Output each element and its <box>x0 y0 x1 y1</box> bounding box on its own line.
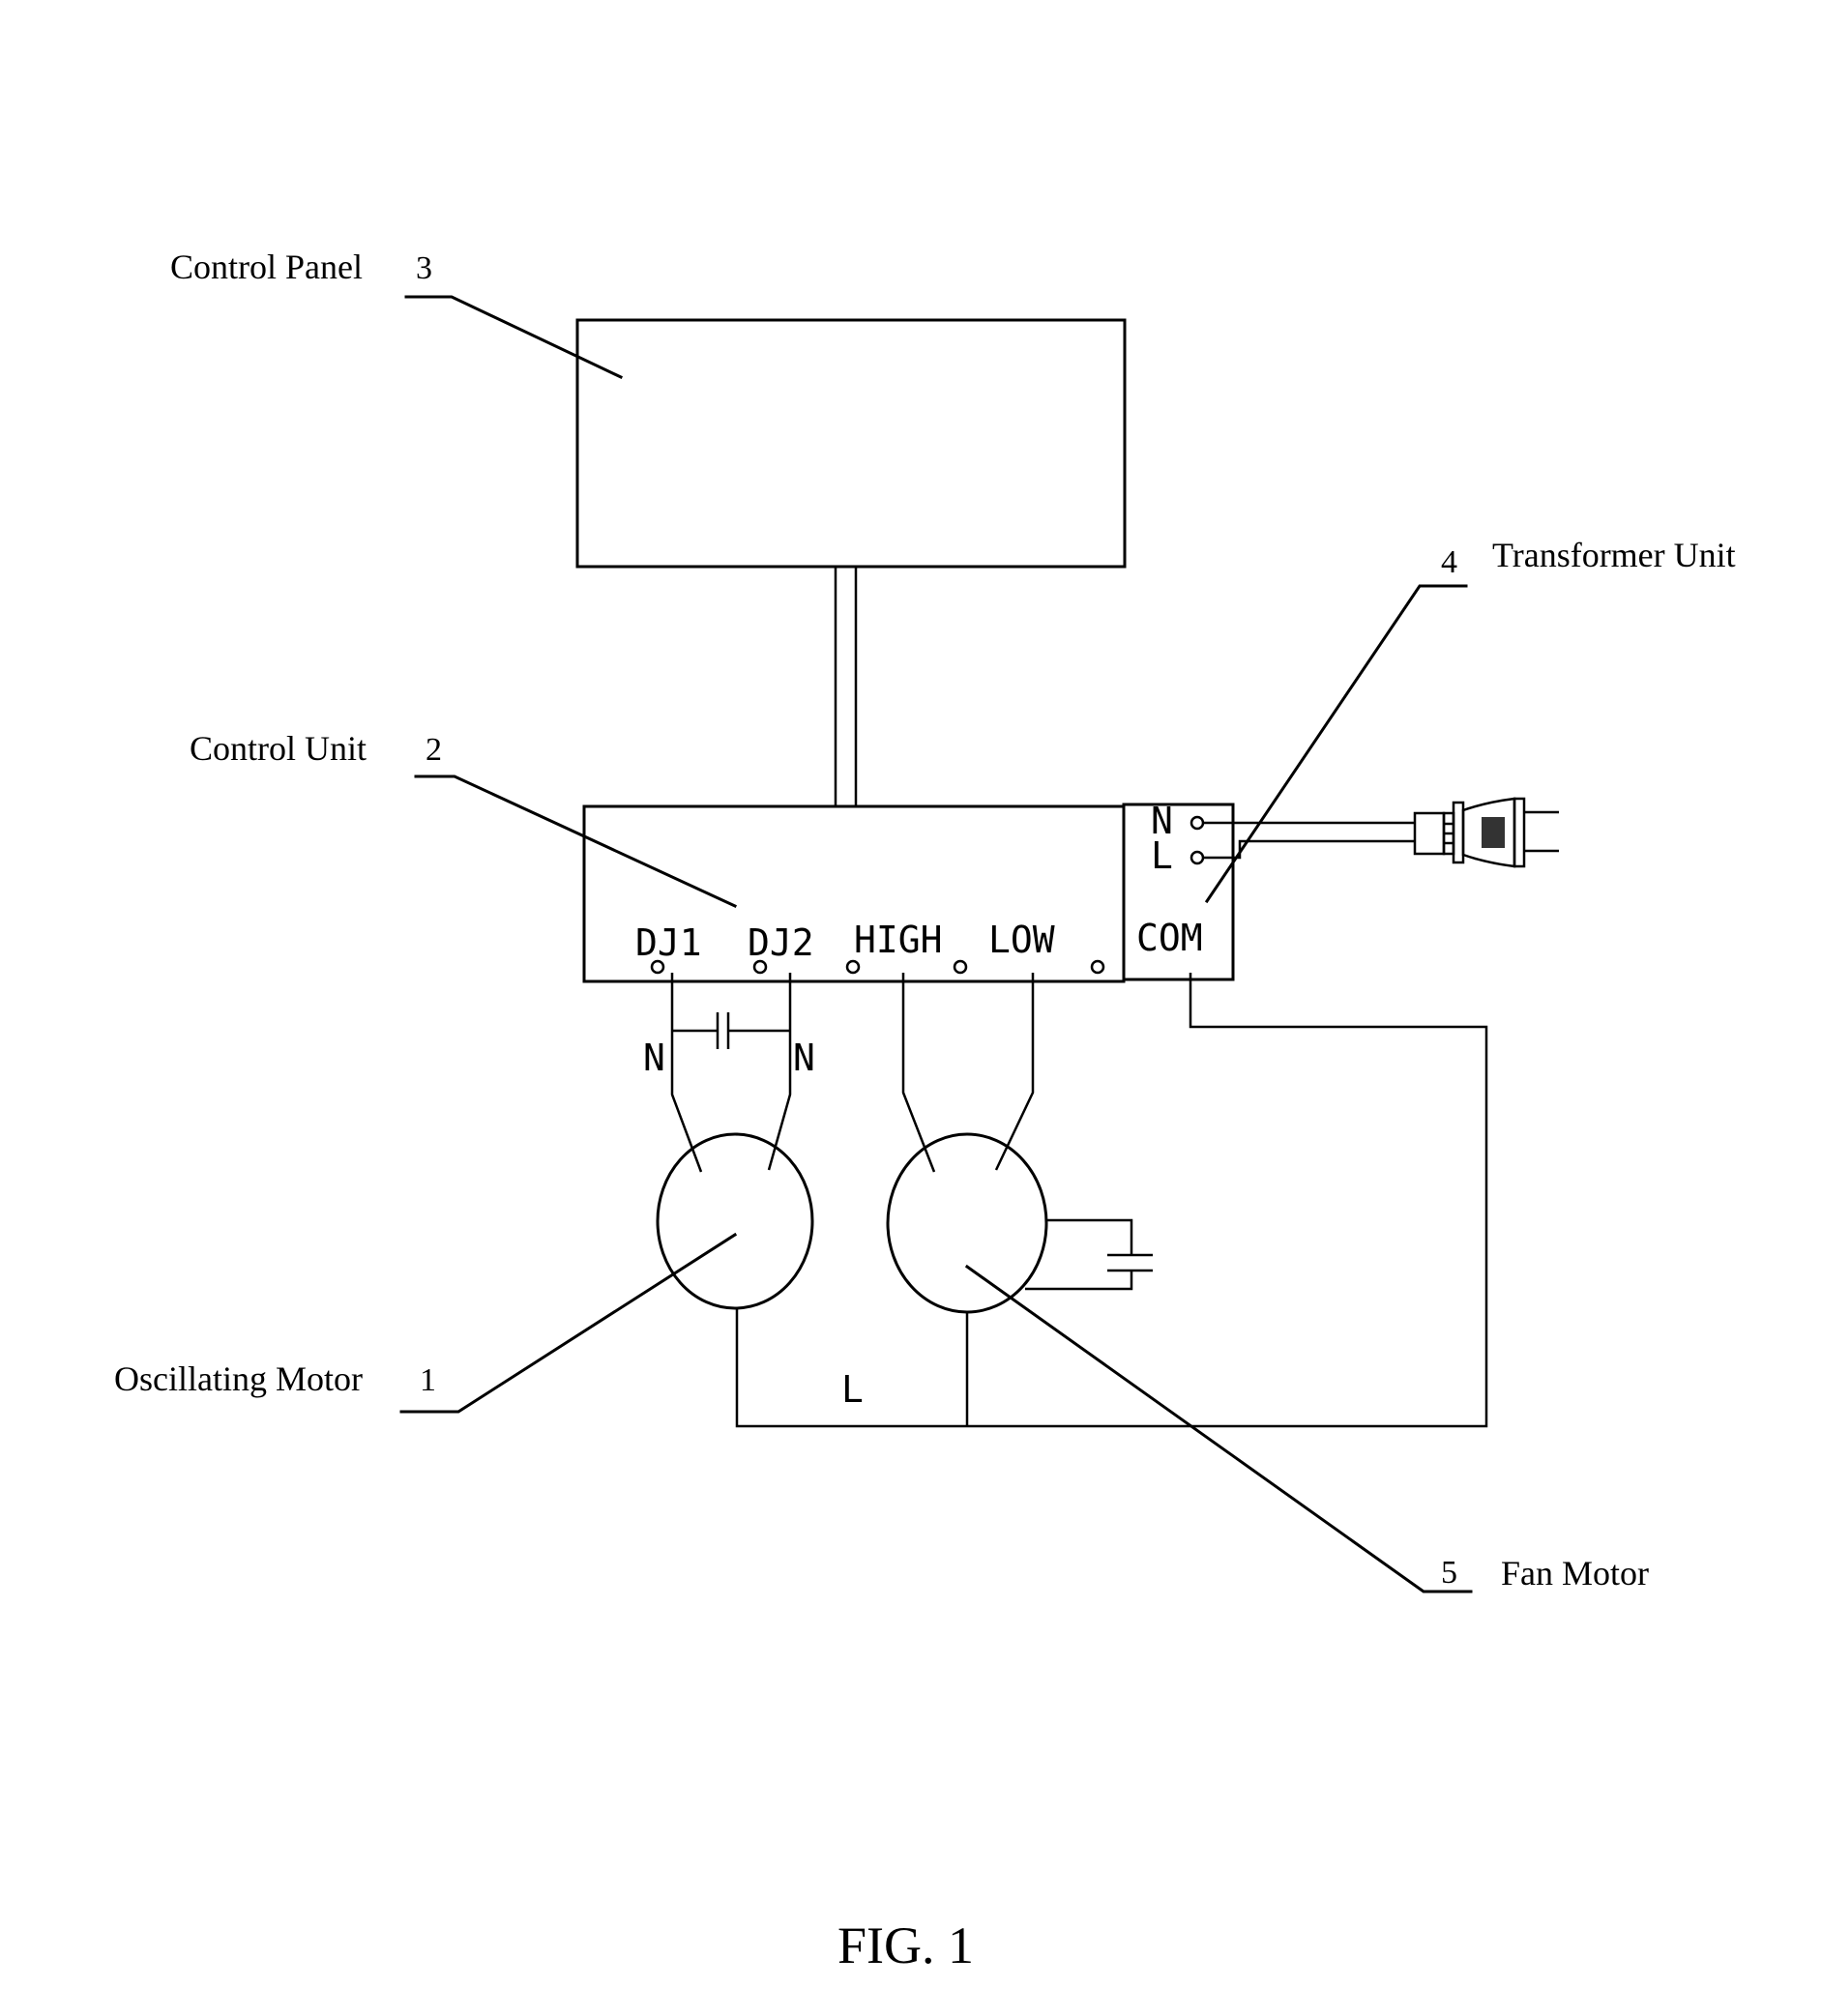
terminal-dots <box>650 815 1205 975</box>
oscillating-motor-circle <box>656 1132 814 1310</box>
common-line-wiring <box>735 973 1488 1428</box>
control-unit-label: Control Unit <box>190 729 367 768</box>
wire-n-right-label: N <box>793 1037 815 1079</box>
terminal-com-dot <box>1090 959 1105 975</box>
wire-l-common-label: L <box>841 1368 864 1411</box>
transformer-unit-box <box>1122 803 1235 981</box>
oscillating-motor-label: Oscillating Motor <box>114 1359 363 1398</box>
terminal-l-dot <box>1190 850 1205 865</box>
fan-capacitor-icon <box>1025 1218 1153 1291</box>
terminal-low-label: LOW <box>988 919 1055 961</box>
terminal-low-dot <box>953 959 968 975</box>
terminal-dj1-label: DJ1 <box>635 921 702 964</box>
terminal-com-label: COM <box>1136 917 1203 959</box>
panel-to-unit-cable <box>834 567 858 806</box>
terminal-dj2-label: DJ2 <box>748 921 814 964</box>
control-panel-box <box>575 318 1127 569</box>
terminal-l-label: L <box>1151 834 1173 877</box>
terminal-dj2-dot <box>752 959 768 975</box>
oscillating-motor-leader-line <box>399 1232 738 1414</box>
plug-icon <box>1413 797 1559 868</box>
transformer-unit-ref: 4 <box>1441 544 1457 580</box>
fan-motor-ref: 5 <box>1441 1555 1457 1591</box>
terminal-dj1-dot <box>650 959 665 975</box>
control-panel-ref: 3 <box>416 250 432 286</box>
terminal-n-dot <box>1190 815 1205 831</box>
fan-motor-circle <box>886 1132 1048 1314</box>
control-unit-leader-line <box>414 774 737 908</box>
power-cord <box>1203 821 1415 860</box>
wire-n-left-label: N <box>643 1037 665 1079</box>
control-panel <box>575 318 1127 569</box>
fan-motor-label: Fan Motor <box>1501 1554 1649 1592</box>
transformer-unit <box>1122 803 1235 981</box>
oscillating-motor-ref: 1 <box>420 1362 436 1398</box>
transformer-unit-leader-line <box>1204 584 1468 904</box>
control-panel-leader-line <box>404 295 623 379</box>
terminal-n-label: N <box>1151 800 1173 842</box>
control-panel-label: Control Panel <box>170 248 363 286</box>
oscillating-motor-wiring <box>670 973 792 1173</box>
figure-caption: FIG. 1 <box>837 1916 974 1974</box>
fan-motor-wiring <box>901 973 1035 1173</box>
control-unit-ref: 2 <box>426 732 442 768</box>
terminal-high-label: HIGH <box>854 919 943 961</box>
terminal-high-dot <box>845 959 861 975</box>
fan-motor-leader-line <box>964 1264 1473 1593</box>
transformer-unit-label: Transformer Unit <box>1492 536 1736 574</box>
